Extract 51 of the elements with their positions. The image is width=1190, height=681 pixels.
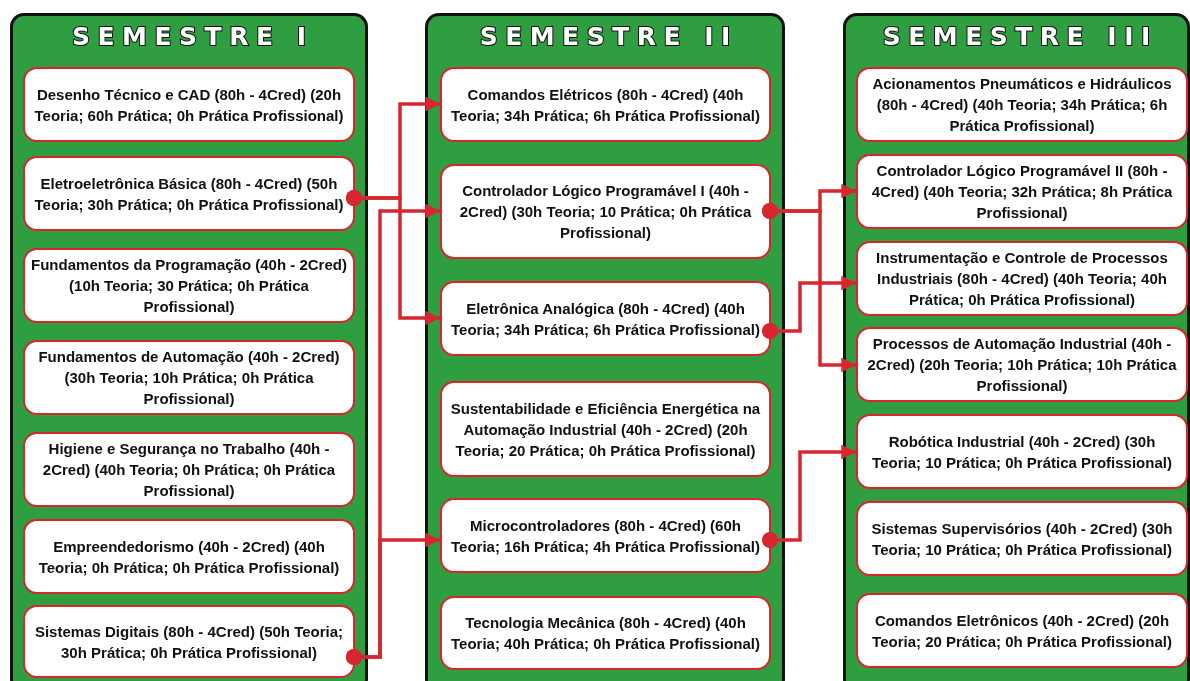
semester-panel (843, 13, 1190, 681)
course-box (440, 498, 771, 573)
course-box (23, 67, 355, 142)
course-text: Fundamentos da Programação (40h - 2Cred) (10h Teoria; 30 Prática; 0h Prática Profissional) (30, 255, 348, 317)
course-box (23, 156, 355, 231)
course-text: Eletroeletrônica Básica (80h - 4Cred) (50h Teoria; 30h Prática; 0h Prática Profissional) (33, 173, 345, 215)
course-text: Controlador Lógico Programável I (40h - 2Cred) (30h Teoria; 10 Prática; 0h Prática Profissional) (458, 181, 753, 243)
arrow (345, 189, 440, 326)
course-box (23, 519, 355, 594)
course-text: Comandos Eletrônicos (40h - 2Cred) (20h Teoria; 20 Prática; 0h Prática Profissional) (871, 610, 1173, 652)
course-box (440, 67, 771, 142)
course-text: Sustentabilidade e Eficiência Energética na Automação Industrial (40h - 2Cred) (20h Teoria; 20 Prática; 0h Prática Profissional) (449, 398, 762, 461)
course-text: Fundamentos de Automação (40h - 2Cred) (30h Teoria; 10h Prática; 0h Prática Profissional) (37, 347, 341, 409)
course-box (23, 432, 355, 507)
arrow (761, 444, 856, 549)
semester-title: SEMESTRE III (881, 22, 1158, 51)
course-box (856, 327, 1188, 402)
course-box (23, 340, 355, 415)
course-box (23, 248, 355, 323)
course-box (440, 381, 771, 477)
course-text: Controlador Lógico Programável II (80h - 4Cred) (40h Teoria; 32h Prática; 8h Prática Profissional) (870, 161, 1174, 223)
arrow (761, 275, 856, 340)
course-text: Acionamentos Pneumáticos e Hidráulicos (80h - 4Cred) (40h Teoria; 34h Prática; 6h Prática Profissional) (871, 74, 1173, 136)
course-box (856, 154, 1188, 229)
course-text: Empreendedorismo (40h - 2Cred) (40h Teoria; 0h Prática; 0h Prática Profissional) (37, 536, 341, 578)
course-box (440, 281, 771, 356)
course-text: Eletrônica Analógica (80h - 4Cred) (40h Teoria; 34h Prática; 6h Prática Profissional) (450, 298, 761, 340)
arrow (345, 532, 440, 666)
course-text: Robótica Industrial (40h - 2Cred) (30h Teoria; 10 Prática; 0h Prática Profissional) (871, 431, 1173, 473)
course-box (856, 414, 1188, 489)
arrow (761, 202, 856, 373)
semester-title: SEMESTRE I (71, 22, 314, 51)
course-box (856, 593, 1188, 668)
course-box (23, 605, 355, 678)
course-text: Microcontroladores (80h - 4Cred) (60h Teoria; 16h Prática; 4h Prática Profissional) (450, 515, 761, 557)
course-text: Instrumentação e Controle de Processos Industriais (80h - 4Cred) (40h Teoria; 40h Prática; 0h Prática Profissional) (875, 248, 1169, 310)
course-text: Higiene e Segurança no Trabalho (40h - 2Cred) (40h Teoria; 0h Prática; 0h Prática Profissional) (41, 439, 337, 501)
course-box (440, 164, 771, 259)
course-box (856, 501, 1188, 576)
course-box (856, 241, 1188, 316)
course-box (440, 596, 771, 670)
course-text: Desenho Técnico e CAD (80h - 4Cred) (20h Teoria; 60h Prática; 0h Prática Profissional) (33, 84, 345, 126)
course-text: Sistemas Supervisórios (40h - 2Cred) (30h Teoria; 10 Prática; 0h Prática Profissional) (870, 518, 1174, 560)
course-text: Sistemas Digitais (80h - 4Cred) (50h Teoria; 30h Prática; 0h Prática Profissional) (33, 621, 345, 663)
semester-panel (425, 13, 785, 681)
course-text: Comandos Elétricos (80h - 4Cred) (40h Teoria; 34h Prática; 6h Prática Profissional) (450, 84, 761, 126)
semester-title: SEMESTRE II (478, 22, 738, 51)
course-text: Tecnologia Mecânica (80h - 4Cred) (40h Teoria; 40h Prática; 0h Prática Profissional) (450, 613, 761, 654)
semester-panel (10, 13, 368, 681)
course-text: Processos de Automação Industrial (40h - 2Cred) (20h Teoria; 10h Prática; 10h Prática Profissional) (866, 334, 1178, 396)
course-box (856, 67, 1188, 142)
